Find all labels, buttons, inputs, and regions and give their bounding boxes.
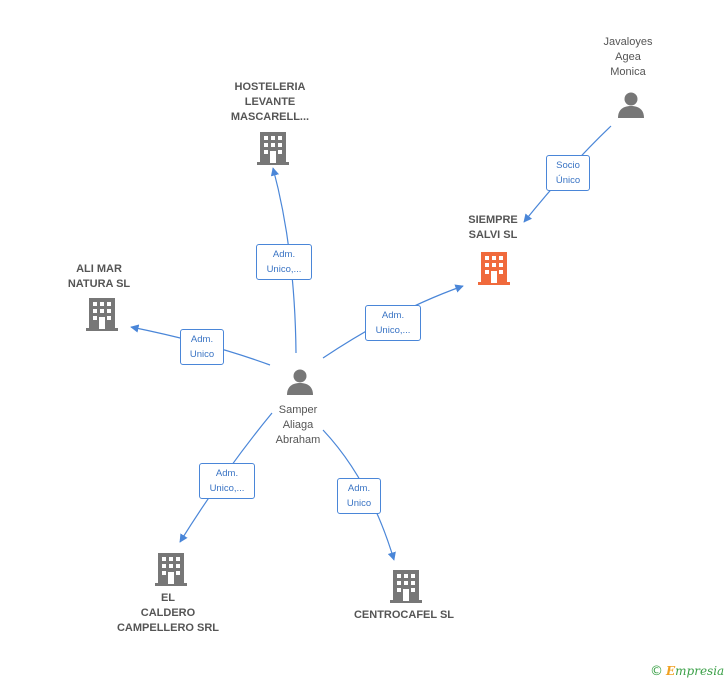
edge-label-adm-hosteleria[interactable]: Adm. Unico,... — [256, 244, 312, 280]
building-icon-hosteleria[interactable] — [257, 130, 289, 166]
building-icon-siempre[interactable] — [478, 250, 510, 286]
edge-label-adm-caldero[interactable]: Adm. Unico,... — [199, 463, 255, 499]
person-icon-javaloyes[interactable] — [616, 90, 646, 120]
brand-name: mpresia — [675, 664, 725, 678]
edge-label-adm-siempre[interactable]: Adm. Unico,... — [365, 305, 421, 341]
node-label-caldero[interactable]: EL CALDERO CAMPELLERO SRL — [116, 592, 220, 634]
building-icon-alimar[interactable] — [86, 296, 118, 332]
node-label-hosteleria[interactable]: HOSTELERIA LEVANTE MASCARELL... — [230, 81, 310, 123]
node-label-alimar[interactable]: ALI MAR NATURA SL — [67, 263, 131, 290]
node-label-siempre[interactable]: SIEMPRE SALVI SL — [468, 214, 518, 241]
building-icon-caldero[interactable] — [155, 551, 187, 587]
empresia-logo[interactable]: ©Empresia — [650, 664, 724, 679]
edge-label-adm-alimar[interactable]: Adm. Unico — [180, 329, 224, 365]
node-label-samper[interactable]: Samper Aliaga Abraham — [275, 404, 321, 446]
edge-label-socio-unico[interactable]: Socio Único — [546, 155, 590, 191]
node-label-centrocafel[interactable]: CENTROCAFEL SL — [353, 609, 455, 621]
node-label-javaloyes[interactable]: Javaloyes Agea Monica — [603, 36, 653, 78]
edge-label-adm-centrocafel[interactable]: Adm. Unico — [337, 478, 381, 514]
building-icon-centrocafel[interactable] — [390, 568, 422, 604]
person-icon-samper[interactable] — [285, 367, 315, 397]
copyright-symbol: © — [650, 664, 663, 679]
brand-initial: E — [666, 664, 676, 678]
